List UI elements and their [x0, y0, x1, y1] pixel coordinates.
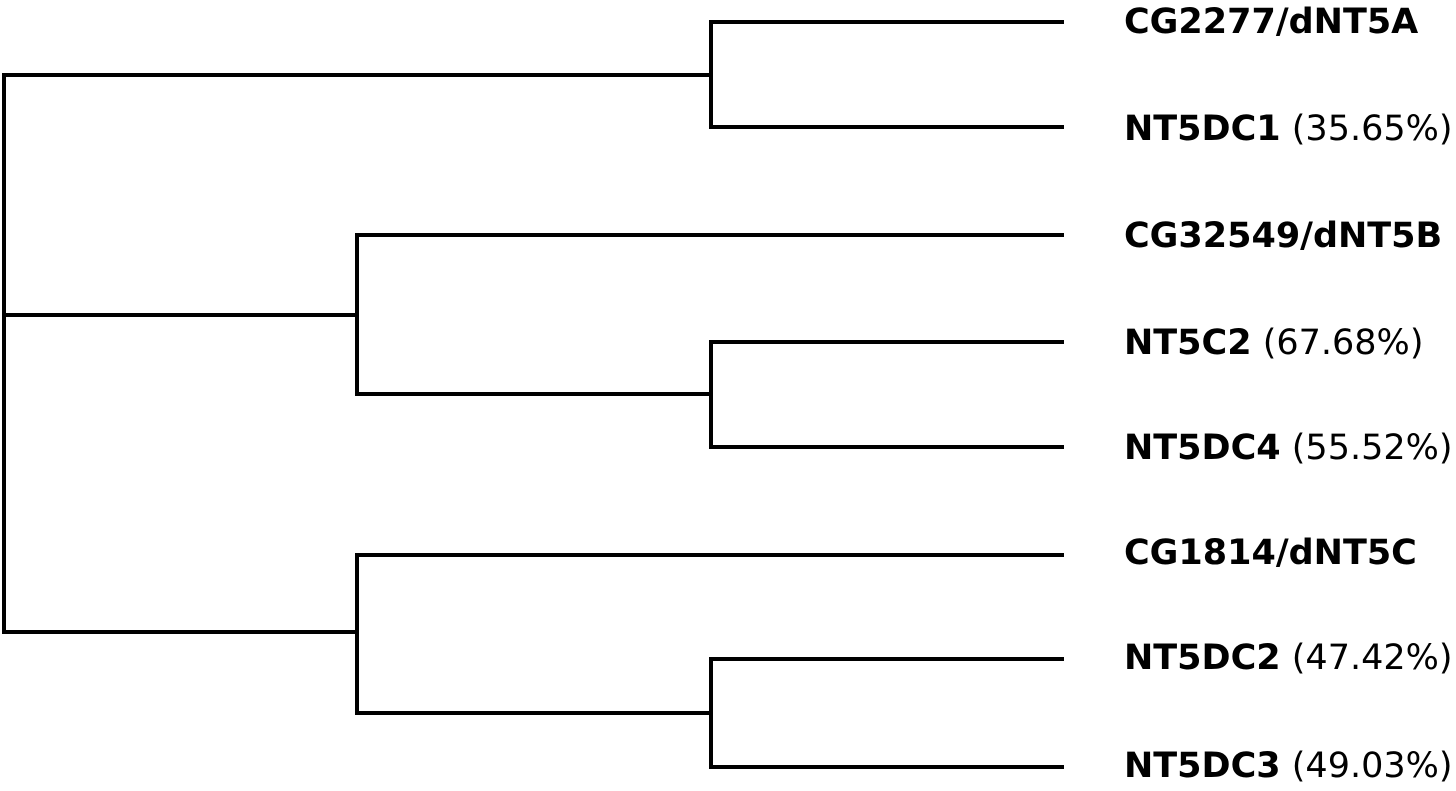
gene-name: NT5DC2	[1124, 638, 1281, 678]
identity-percent: (35.65%)	[1291, 109, 1453, 149]
identity-percent: (55.52%)	[1291, 428, 1453, 468]
gene-name: NT5DC1	[1124, 109, 1281, 149]
identity-percent: (49.03%)	[1291, 746, 1453, 786]
leaf-label-nt5c2: NT5C2 (67.68%)	[1124, 318, 1423, 368]
leaf-label-cg32549: CG32549/dNT5B	[1124, 211, 1442, 261]
gene-name: CG2277/dNT5A	[1124, 2, 1419, 42]
gene-name: NT5C2	[1124, 323, 1252, 363]
leaf-label-nt5dc4: NT5DC4 (55.52%)	[1124, 423, 1453, 473]
leaf-label-nt5dc3: NT5DC3 (49.03%)	[1124, 741, 1453, 791]
gene-name: NT5DC3	[1124, 746, 1281, 786]
leaf-label-cg2277: CG2277/dNT5A	[1124, 0, 1418, 47]
leaf-label-nt5dc2: NT5DC2 (47.42%)	[1124, 633, 1453, 683]
gene-name: CG1814/dNT5C	[1124, 533, 1417, 573]
identity-percent: (47.42%)	[1291, 638, 1453, 678]
gene-name: CG32549/dNT5B	[1124, 216, 1443, 256]
identity-percent: (67.68%)	[1262, 323, 1424, 363]
leaf-label-nt5dc1: NT5DC1 (35.65%)	[1124, 104, 1453, 154]
gene-name: NT5DC4	[1124, 428, 1281, 468]
leaf-label-cg1814: CG1814/dNT5C	[1124, 528, 1417, 578]
